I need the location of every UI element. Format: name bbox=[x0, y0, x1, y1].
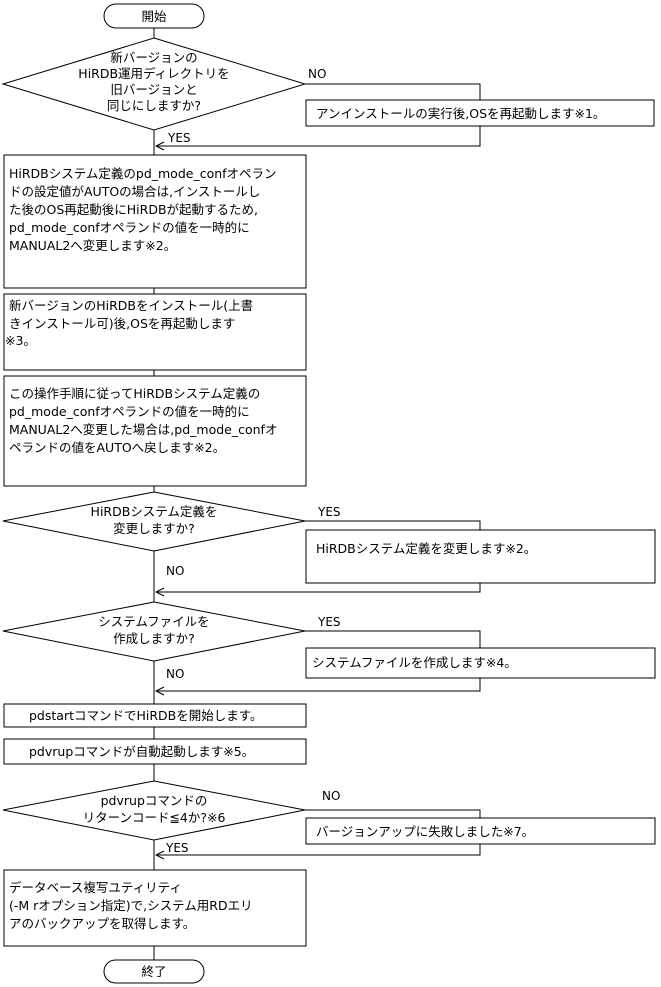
label-d1-no: NO bbox=[308, 67, 326, 81]
connector-d2-yes bbox=[305, 520, 481, 530]
process-box-3-line-2: pd_mode_confオペランドの値を一時的に bbox=[9, 404, 250, 419]
decision-2-shape bbox=[2, 491, 306, 552]
process-box-2-shape bbox=[3, 293, 307, 371]
label-d2-yes: YES bbox=[317, 505, 341, 519]
process-box-3-shape bbox=[3, 375, 307, 487]
process-box-6-shape bbox=[3, 869, 307, 947]
side-box-3-shape bbox=[305, 647, 656, 679]
side-box-4-shape bbox=[305, 817, 656, 845]
process-box-2-line-3: ※3。 bbox=[5, 333, 36, 348]
decision-4-line-1: pdvrupコマンドの bbox=[101, 793, 208, 808]
label-d4-no: NO bbox=[322, 789, 340, 803]
process-box-3-line-4: ペランドの値をAUTOへ戻します※2。 bbox=[9, 440, 225, 455]
process-box-5-text: pdvrupコマンドが自動起動します※5。 bbox=[29, 744, 254, 759]
decision-2: HiRDBシステム定義を 変更しますか? bbox=[2, 491, 306, 552]
connector-d3-yes bbox=[305, 630, 481, 648]
process-box-1-line-4: pd_mode_confオペランドの値を一時的に bbox=[9, 220, 250, 235]
side-box-1-shape bbox=[305, 99, 655, 127]
process-box-2-line-1: 新バージョンのHiRDBをインストール(上書 bbox=[9, 298, 253, 313]
side-box-4: バージョンアップに失敗しました※7。 bbox=[305, 817, 656, 845]
terminal-end-label: 終了 bbox=[141, 964, 166, 979]
decision-3-line-2: 作成しますか? bbox=[113, 631, 195, 646]
process-box-6: データベース複写ユティリティ (-M rオプション指定)で,システム用RDエリ … bbox=[3, 869, 307, 947]
side-box-2: HiRDBシステム定義を変更します※2。 bbox=[305, 529, 656, 584]
decision-3: システムファイルを 作成しますか? bbox=[2, 601, 306, 662]
decision-1-shape bbox=[1, 37, 307, 131]
decision-4-shape bbox=[2, 780, 306, 841]
process-box-5: pdvrupコマンドが自動起動します※5。 bbox=[3, 738, 307, 765]
process-box-1-shape bbox=[3, 154, 307, 289]
side-box-3-text: システムファイルを作成します※4。 bbox=[312, 655, 517, 670]
decision-2-line-2: 変更しますか? bbox=[113, 521, 195, 536]
process-box-3: この操作手順に従ってHiRDBシステム定義の pd_mode_confオペランド… bbox=[3, 375, 307, 487]
process-box-1: HiRDBシステム定義のpd_mode_confオペラン ドの設定値がAUTOの… bbox=[3, 154, 307, 289]
process-box-4-text: pdstartコマンドでHiRDBを開始します。 bbox=[29, 708, 263, 723]
connector-s2-merge bbox=[156, 583, 481, 592]
connector-d1-no bbox=[305, 83, 481, 100]
decision-4-line-2: リターンコード≦4か?※6 bbox=[83, 810, 226, 825]
terminal-start-shape bbox=[103, 3, 205, 29]
connectors bbox=[153, 28, 481, 960]
process-box-6-line-2: (-M rオプション指定)で,システム用RDエリ bbox=[9, 898, 253, 913]
process-box-6-line-3: アのバックアップを取得します。 bbox=[9, 916, 195, 931]
process-box-1-line-2: ドの設定値がAUTOの場合は,インストールし bbox=[9, 184, 260, 199]
process-box-6-line-1: データベース複写ユティリティ bbox=[9, 880, 182, 895]
terminal-end-shape bbox=[103, 959, 205, 984]
side-box-2-shape bbox=[305, 529, 656, 584]
decision-3-shape bbox=[2, 601, 306, 662]
terminal-start-label: 開始 bbox=[141, 9, 167, 24]
decision-1: 新バージョンの HiRDB運用ディレクトリを 旧バージョンと 同じにしますか? bbox=[1, 37, 307, 131]
process-box-5-shape bbox=[3, 738, 307, 765]
decision-2-line-1: HiRDBシステム定義を bbox=[91, 504, 218, 519]
side-box-1-text: アンインストールの実行後,OSを再起動します※1。 bbox=[316, 106, 605, 121]
decision-1-line-2: HiRDB運用ディレクトリを bbox=[78, 66, 229, 81]
label-d4-yes: YES bbox=[165, 841, 189, 855]
side-box-3: システムファイルを作成します※4。 bbox=[305, 647, 656, 679]
process-box-4-shape bbox=[3, 703, 307, 728]
decision-1-line-3: 旧バージョンと bbox=[110, 82, 197, 97]
side-box-4-text: バージョンアップに失敗しました※7。 bbox=[316, 824, 534, 839]
connector-d4-no bbox=[305, 809, 481, 818]
branch-labels: NO YES YES NO YES NO NO YES bbox=[165, 67, 341, 855]
decision-1-line-4: 同じにしますか? bbox=[107, 98, 201, 113]
label-d3-yes: YES bbox=[317, 615, 341, 629]
connector-s1-merge bbox=[156, 126, 481, 146]
process-box-2: 新バージョンのHiRDBをインストール(上書 きインストール可)後,OSを再起動… bbox=[3, 293, 307, 371]
process-box-1-line-5: MANUAL2へ変更します※2。 bbox=[9, 238, 176, 253]
process-box-4: pdstartコマンドでHiRDBを開始します。 bbox=[3, 703, 307, 728]
decision-1-line-1: 新バージョンの bbox=[110, 50, 197, 65]
connector-s4-merge bbox=[156, 844, 481, 855]
side-box-2-text: HiRDBシステム定義を変更します※2。 bbox=[316, 541, 536, 556]
process-box-2-line-2: きインストール可)後,OSを再起動します bbox=[9, 316, 235, 331]
terminal-end: 終了 bbox=[103, 959, 205, 984]
process-box-1-line-1: HiRDBシステム定義のpd_mode_confオペラン bbox=[9, 166, 277, 181]
process-box-3-line-3: MANUAL2へ変更した場合は,pd_mode_confオ bbox=[9, 422, 277, 437]
decision-3-line-1: システムファイルを bbox=[98, 614, 209, 629]
label-d1-yes: YES bbox=[167, 131, 191, 145]
label-d3-no: NO bbox=[166, 667, 184, 681]
process-box-1-line-3: た後のOS再起動後にHiRDBが起動するため, bbox=[9, 202, 258, 217]
terminal-start: 開始 bbox=[103, 3, 205, 29]
decision-4: pdvrupコマンドの リターンコード≦4か?※6 bbox=[2, 780, 306, 841]
side-box-1: アンインストールの実行後,OSを再起動します※1。 bbox=[305, 99, 655, 127]
label-d2-no: NO bbox=[166, 564, 184, 578]
process-box-3-line-1: この操作手順に従ってHiRDBシステム定義の bbox=[9, 386, 260, 401]
connector-s3-merge bbox=[156, 678, 481, 691]
